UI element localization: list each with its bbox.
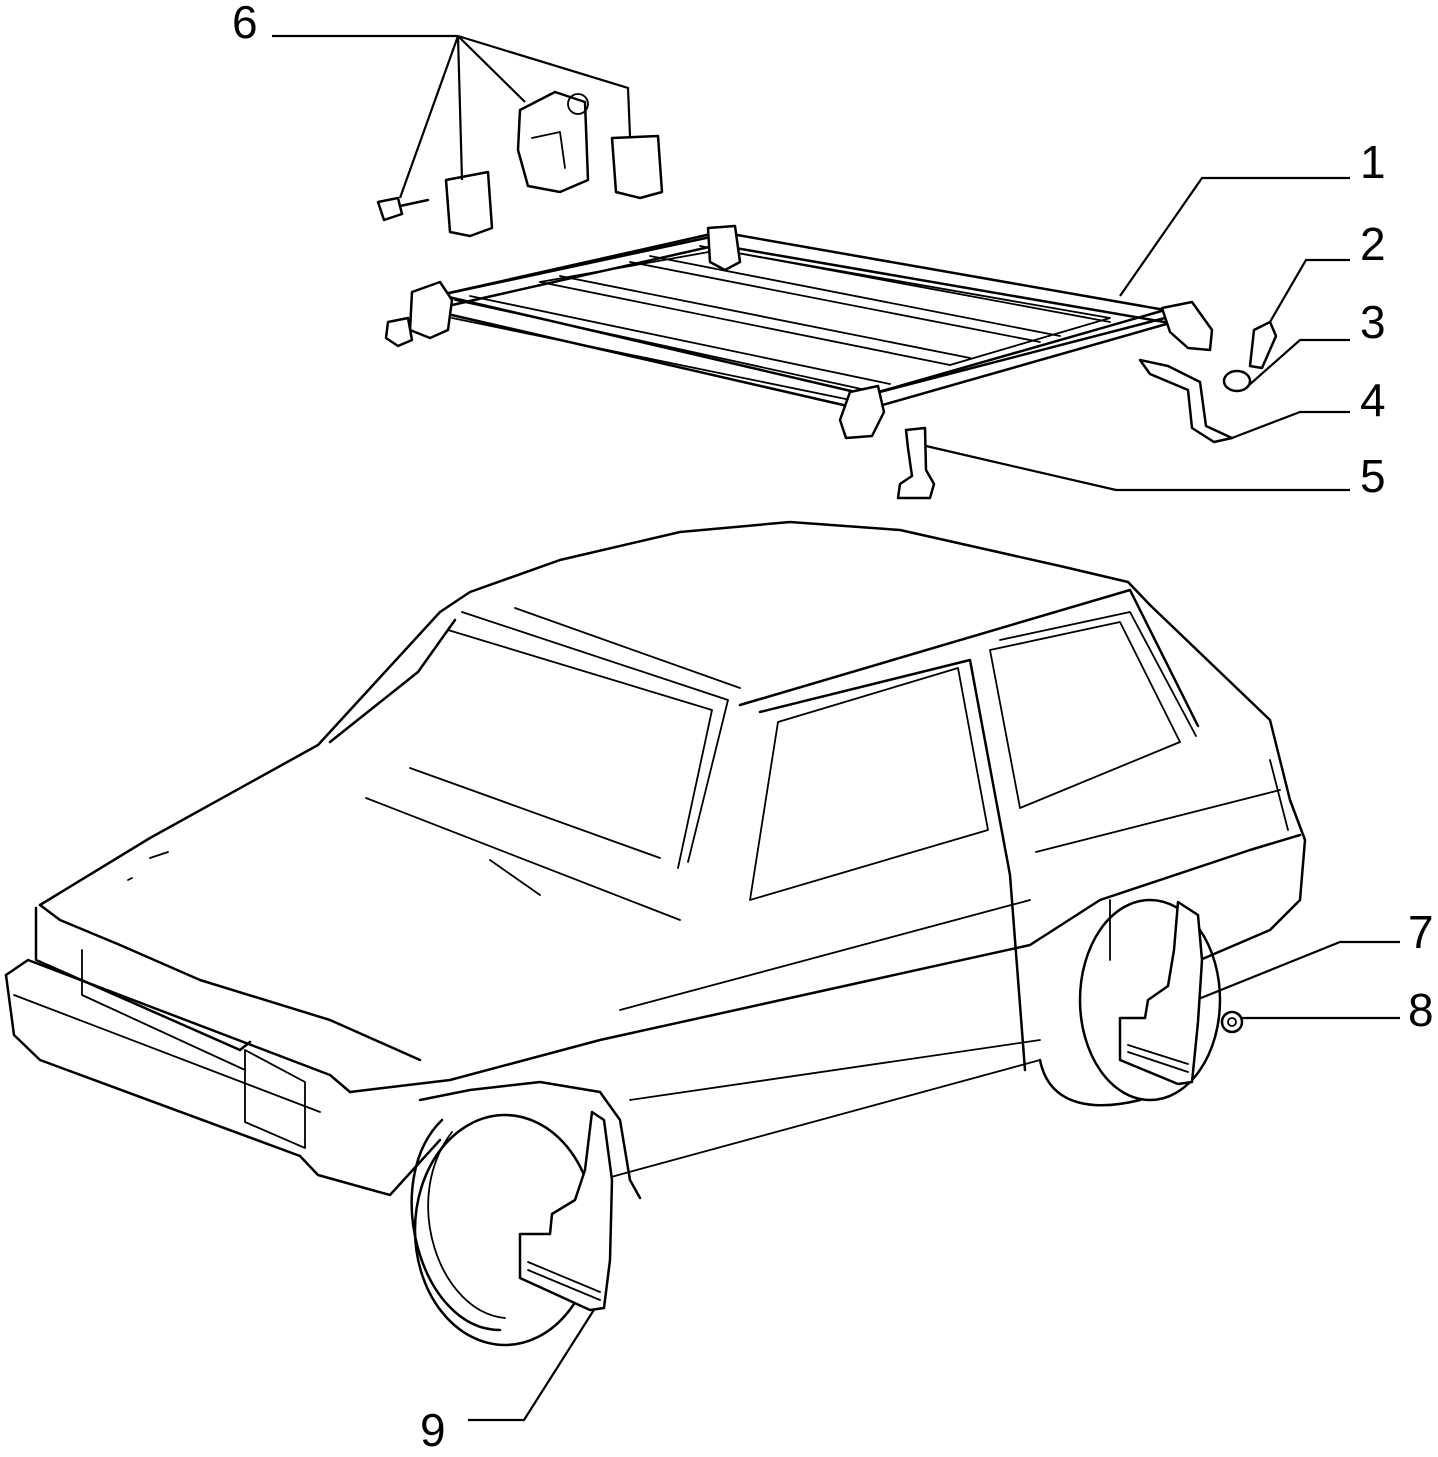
leader-2 [1269, 258, 1350, 323]
leader-9 [468, 1304, 598, 1422]
screw-2 [1248, 320, 1278, 370]
bracket-5 [896, 426, 936, 500]
callout-2: 2 [1360, 218, 1386, 270]
callout-7: 7 [1408, 906, 1434, 958]
roof-rack [384, 224, 1214, 440]
bracket-4 [1138, 358, 1234, 444]
callout-8: 8 [1408, 984, 1434, 1036]
callout-1: 1 [1360, 136, 1386, 188]
fittings-kit [272, 34, 664, 238]
nut-8 [1220, 1010, 1244, 1034]
callout-9: 9 [420, 1404, 446, 1456]
car-body [4, 520, 1307, 1347]
callout-6: 6 [232, 0, 258, 48]
mudflap-front [518, 1110, 614, 1312]
washer-3 [1222, 369, 1252, 393]
leader-3 [1247, 338, 1350, 387]
callout-3: 3 [1360, 296, 1386, 348]
callout-5: 5 [1360, 450, 1386, 502]
leader-7 [1195, 940, 1400, 1002]
callout-4: 4 [1360, 374, 1386, 426]
leader-1 [1119, 176, 1350, 297]
mudflap-rear [1118, 900, 1204, 1086]
leader-4 [1231, 410, 1350, 440]
leader-5 [925, 444, 1350, 492]
